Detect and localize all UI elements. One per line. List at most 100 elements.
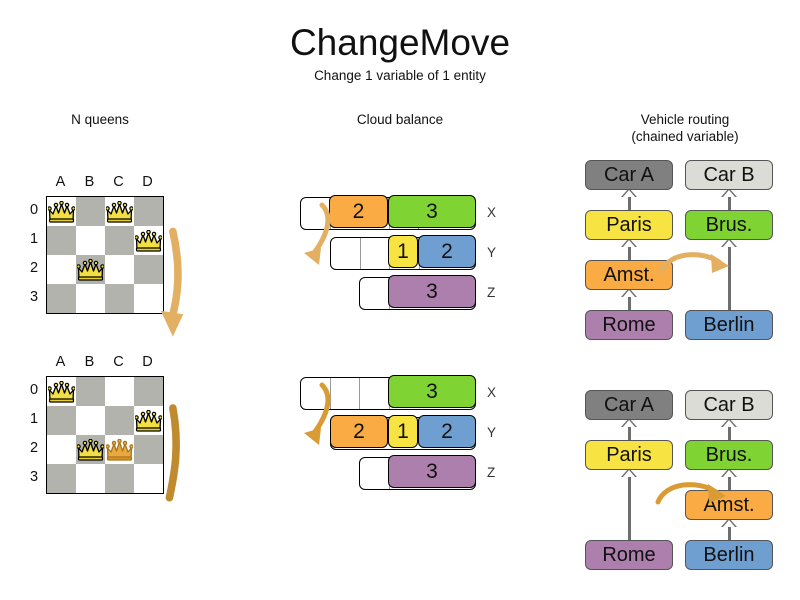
- cell-a3-after[interactable]: [47, 464, 76, 493]
- cell-a1-after[interactable]: [47, 406, 76, 435]
- section-label-cloud-balance: Cloud balance: [356, 112, 444, 127]
- process-green-3-x-before[interactable]: 3: [388, 195, 476, 229]
- queen-icon-d1[interactable]: [135, 230, 162, 252]
- process-value: 2: [352, 199, 365, 223]
- vehicle-node-berlin-before[interactable]: Berlin: [685, 310, 773, 340]
- process-blue-2-y-before[interactable]: 2: [418, 235, 476, 269]
- computer-label-x-before: X: [487, 205, 497, 220]
- queen-icon-b2-after[interactable]: [77, 439, 104, 461]
- cell-a2-after[interactable]: [47, 435, 76, 464]
- cell-a2[interactable]: [47, 255, 76, 284]
- section-title-vehicle-routing: Vehicle routing (chained variable): [590, 111, 780, 145]
- process-orange-2-x-before[interactable]: 2: [329, 195, 388, 229]
- vehicle-node-brus-before[interactable]: Brus.: [685, 210, 773, 240]
- vehicle-node-car-b-after[interactable]: Car B: [685, 390, 773, 420]
- cell-c3-after[interactable]: [105, 464, 134, 493]
- chain-link-amst-to-brus-after: [728, 469, 731, 491]
- cell-d3[interactable]: [134, 284, 163, 313]
- vehicle-node-label: Amst.: [603, 263, 655, 286]
- process-yellow-1-y-after[interactable]: 1: [388, 415, 418, 449]
- chain-arrow-icon-berlin-to-brus-before: [721, 238, 737, 247]
- cell-d0-after[interactable]: [134, 377, 163, 406]
- process-yellow-1-y-before[interactable]: 1: [388, 235, 418, 269]
- rank-label-1-after: 1: [29, 411, 39, 427]
- file-label-d: D: [142, 174, 153, 190]
- chessboard-grid-after: [46, 376, 180, 502]
- chain-arrow-icon-amst-to-paris-before: [621, 238, 637, 247]
- cell-b3-after[interactable]: [76, 464, 105, 493]
- chain-link-brus-to-carb-after: [728, 419, 731, 441]
- queen-icon-d1-after[interactable]: [135, 410, 162, 432]
- rank-label-0-after: 0: [29, 382, 39, 398]
- vehicle-node-berlin-after[interactable]: Berlin: [685, 540, 773, 570]
- file-label-b-after: B: [84, 354, 95, 370]
- process-value: 2: [353, 419, 365, 443]
- chain-link-amst-to-paris-before: [628, 239, 631, 261]
- queen-icon-a0[interactable]: [48, 201, 75, 223]
- process-blue-2-y-after[interactable]: 2: [418, 415, 476, 449]
- chain-arrow-icon-paris-to-cara-before: [621, 188, 637, 197]
- chain-link-paris-to-cara-before: [628, 189, 631, 211]
- section-title-nqueens: N queens: [20, 111, 180, 128]
- cell-a3[interactable]: [47, 284, 76, 313]
- process-purple-3-z-before[interactable]: 3: [388, 275, 476, 309]
- queen-icon-c0[interactable]: [106, 201, 133, 223]
- chain-link-brus-to-carb-before: [728, 189, 731, 211]
- computer-row-x-before: 2 3: [300, 195, 480, 230]
- chain-link-berlin-to-brus-before: [728, 239, 731, 311]
- section-label-nqueens: N queens: [71, 112, 129, 127]
- cell-d3-after[interactable]: [134, 464, 163, 493]
- cell-b3[interactable]: [76, 284, 105, 313]
- chain-arrow-icon-paris-to-cara-after: [621, 418, 637, 427]
- vehicle-node-car-a-before[interactable]: Car A: [585, 160, 673, 190]
- computer-label-y-after: Y: [487, 425, 497, 440]
- vehicle-node-rome-after[interactable]: Rome: [585, 540, 673, 570]
- vehicle-node-label: Car B: [703, 163, 755, 186]
- chain-arrow-icon-rome-to-paris-after: [621, 468, 637, 477]
- vehicle-node-label: Berlin: [703, 543, 755, 566]
- vehicle-node-paris-after[interactable]: Paris: [585, 440, 673, 470]
- process-value: 3: [426, 199, 438, 223]
- process-orange-2-y-after[interactable]: 2: [330, 415, 388, 449]
- cell-c3[interactable]: [105, 284, 134, 313]
- rank-label-2: 2: [29, 260, 39, 276]
- queen-icon-b2[interactable]: [77, 259, 104, 281]
- vehicle-node-label: Car B: [703, 393, 755, 416]
- vehicle-node-rome-before[interactable]: Rome: [585, 310, 673, 340]
- cell-b0[interactable]: [76, 197, 105, 226]
- cell-b1[interactable]: [76, 226, 105, 255]
- vehicle-node-label: Car A: [603, 163, 655, 186]
- vehicle-node-car-a-after[interactable]: Car A: [585, 390, 673, 420]
- computer-label-z-after: Z: [487, 465, 496, 480]
- rank-label-3: 3: [29, 289, 39, 305]
- process-green-3-x-after[interactable]: 3: [388, 375, 476, 409]
- cell-a1[interactable]: [47, 226, 76, 255]
- cell-c0-after[interactable]: [105, 377, 134, 406]
- vehicle-node-label: Brus.: [705, 443, 753, 466]
- chain-arrow-icon-rome-to-amst-before: [621, 288, 637, 297]
- cell-b0-after[interactable]: [76, 377, 105, 406]
- move-arrow-icon-vrp-after: [655, 482, 726, 505]
- cell-d0[interactable]: [134, 197, 163, 226]
- vehicle-node-paris-before[interactable]: Paris: [585, 210, 673, 240]
- cell-d2-after[interactable]: [134, 435, 163, 464]
- page-subtitle: Change 1 variable of 1 entity: [314, 68, 486, 83]
- move-arrow-icon-cloud-after: [304, 382, 331, 445]
- chain-arrow-icon-brus-to-carb-before: [721, 188, 737, 197]
- vehicle-node-car-b-before[interactable]: Car B: [685, 160, 773, 190]
- file-label-d-after: D: [142, 354, 153, 370]
- cell-c2[interactable]: [105, 255, 134, 284]
- vehicle-node-brus-after[interactable]: Brus.: [685, 440, 773, 470]
- process-value: 2: [441, 419, 453, 443]
- queen-icon-a0-after[interactable]: [48, 381, 75, 403]
- queen-icon-c2-after-moved[interactable]: [106, 439, 133, 461]
- process-purple-3-z-after[interactable]: 3: [388, 455, 476, 489]
- move-arrow-icon-vrp-before: [658, 252, 729, 275]
- cell-b1-after[interactable]: [76, 406, 105, 435]
- cell-c1[interactable]: [105, 226, 134, 255]
- vehicle-node-amst-before[interactable]: Amst.: [585, 260, 673, 290]
- process-value: 1: [397, 419, 409, 443]
- vehicle-node-label: Paris: [606, 213, 652, 236]
- cell-d2[interactable]: [134, 255, 163, 284]
- cell-c1-after[interactable]: [105, 406, 134, 435]
